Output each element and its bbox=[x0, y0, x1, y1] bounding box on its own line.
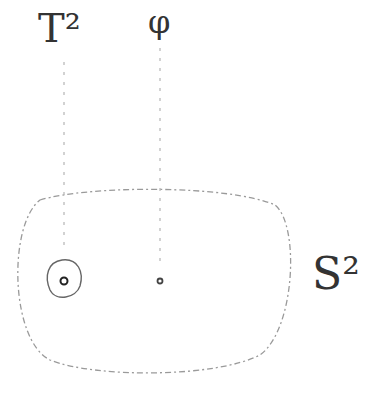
puncture-loop bbox=[47, 260, 81, 297]
sphere-outline bbox=[18, 189, 291, 373]
field-label: φ bbox=[148, 6, 170, 38]
torus-label: T² bbox=[38, 8, 81, 48]
sphere-label: S² bbox=[312, 252, 360, 296]
puncture-point bbox=[61, 278, 68, 285]
dashed-line bbox=[159, 48, 160, 268]
puncture-point bbox=[158, 279, 163, 284]
dashed-line bbox=[63, 62, 64, 250]
